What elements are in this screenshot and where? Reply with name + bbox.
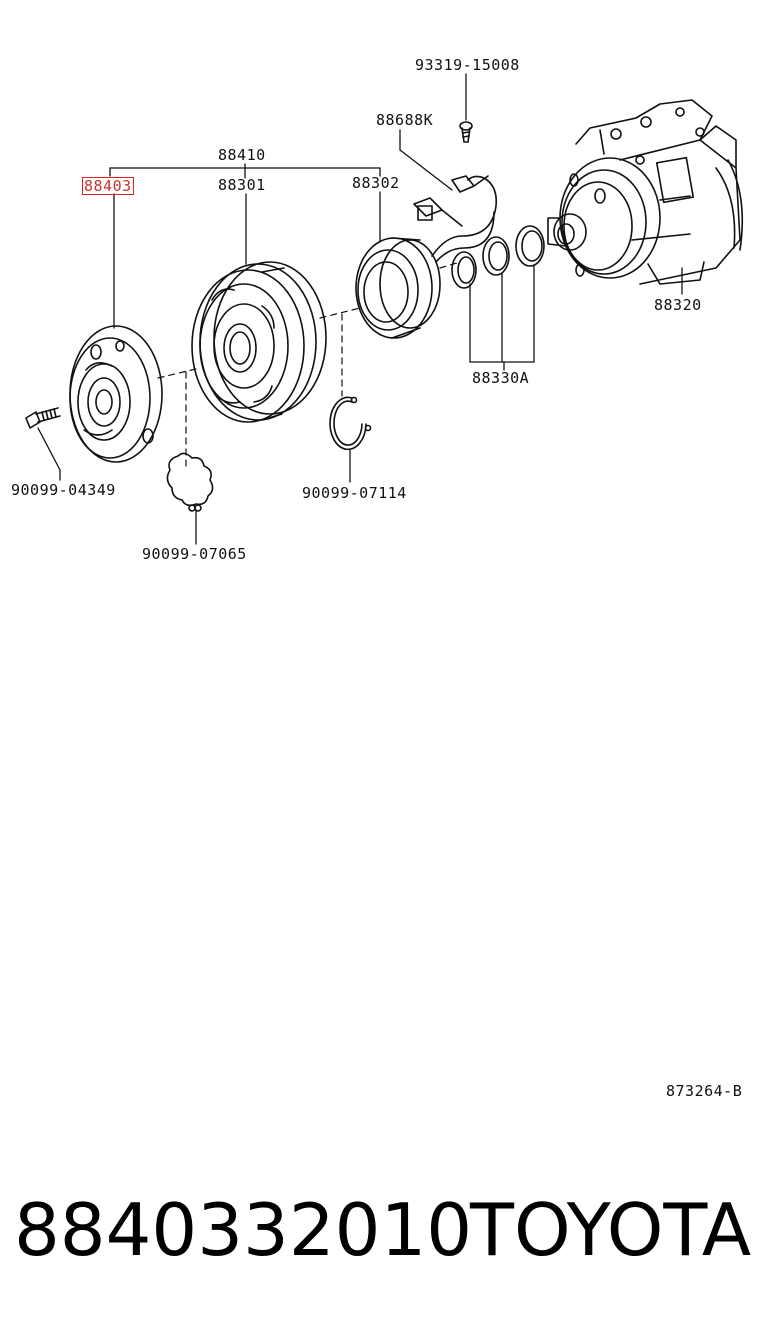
label-90099-04349: 90099-04349: [11, 481, 116, 499]
exploded-view-drawing: [25, 73, 744, 545]
label-93319-15008: 93319-15008: [415, 56, 520, 74]
label-88688K: 88688K: [376, 111, 434, 129]
pressure-plate-drawing: [69, 325, 163, 463]
leader-lines: [37, 73, 683, 545]
label-88302: 88302: [352, 174, 400, 192]
label-88301: 88301: [218, 176, 266, 194]
diagram-reference-code: 873264-B: [666, 1082, 743, 1100]
label-88403-highlighted[interactable]: 88403: [82, 177, 134, 195]
label-88320: 88320: [654, 296, 702, 314]
footer-brand: TOYOTA: [470, 1188, 752, 1272]
circlip-drawing: [329, 396, 372, 451]
compressor-drawing: [547, 99, 744, 285]
pulley-drawing: [191, 261, 327, 423]
bolt-drawing: [25, 407, 61, 429]
footer-part-number: 8840332010: [14, 1188, 473, 1272]
snap-ring-wavy-drawing: [166, 452, 214, 512]
stator-coil-drawing: [355, 175, 498, 339]
shims-drawing: [451, 225, 545, 289]
label-90099-07114: 90099-07114: [302, 484, 407, 502]
label-88330A: 88330A: [472, 369, 530, 387]
label-88410: 88410: [218, 146, 266, 164]
parts-diagram: 93319-15008 88688K 88410 88403 88301 883…: [0, 0, 760, 600]
label-90099-07065: 90099-07065: [142, 545, 247, 563]
screw-drawing: [459, 121, 473, 143]
